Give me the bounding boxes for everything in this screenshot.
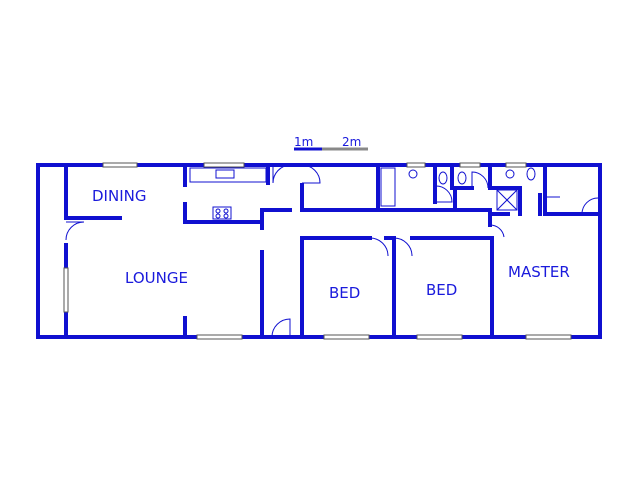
scale-label-2m: 2m (342, 135, 361, 149)
room-label-lounge: LOUNGE (125, 269, 188, 287)
stove-burner-icon (223, 208, 229, 214)
windows (63, 162, 572, 340)
interior-walls (64, 163, 602, 339)
door-swing (65, 221, 85, 241)
door-swing (271, 318, 291, 338)
window (196, 334, 243, 340)
fixtures (189, 167, 536, 220)
door-swing (489, 224, 505, 238)
room-label-master: MASTER (508, 263, 570, 281)
basin-icon (505, 169, 515, 179)
window (459, 162, 481, 168)
room-labels: DINING LOUNGE BED BED MASTER (92, 187, 570, 302)
window (102, 162, 138, 168)
toilet-icon (438, 171, 448, 185)
door-swing (581, 197, 599, 215)
room-label-bed-1: BED (329, 284, 360, 302)
window (63, 267, 69, 313)
kitchen-sink-icon (215, 169, 235, 179)
window (203, 162, 245, 168)
window (406, 162, 426, 168)
window (525, 334, 572, 340)
doors (65, 164, 599, 338)
room-label-bed-2: BED (426, 281, 457, 299)
window (323, 334, 370, 340)
door-swing (393, 237, 413, 257)
window (505, 162, 527, 168)
door-swing (434, 185, 453, 203)
scale-label-1m: 1m (294, 135, 313, 149)
door-swing (272, 164, 291, 184)
stove-burner-icon (215, 208, 221, 214)
stove-burner-icon (215, 213, 221, 219)
room-label-dining: DINING (92, 187, 146, 205)
door-swing (471, 171, 489, 189)
stove-icon (212, 206, 232, 220)
stove-burner-icon (223, 213, 229, 219)
toilet-icon (457, 171, 467, 185)
door-swing (301, 164, 321, 184)
scale-bar: 1m 2m (294, 135, 368, 151)
bathtub-icon (380, 167, 396, 207)
door-swing (369, 237, 389, 257)
toilet-icon (526, 167, 536, 181)
window (416, 334, 463, 340)
basin-icon (408, 169, 418, 179)
